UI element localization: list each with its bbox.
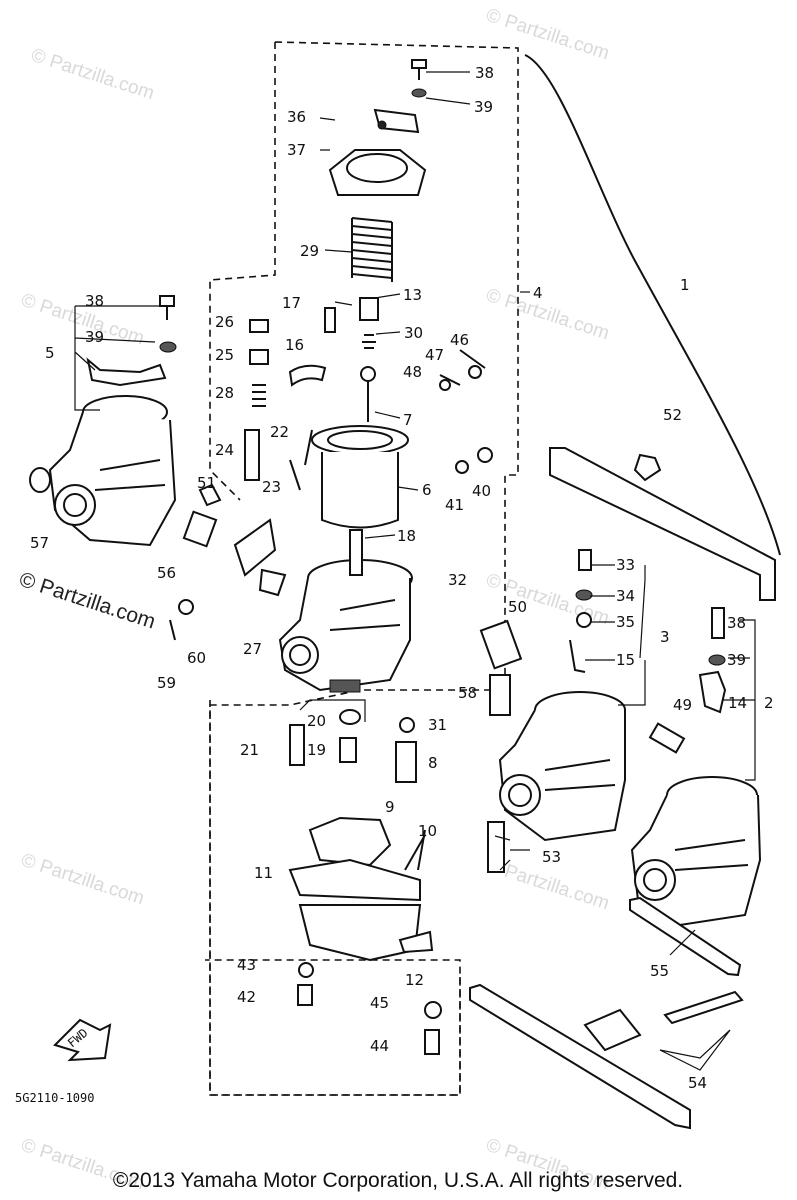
- part-label: 25: [215, 346, 234, 364]
- part-label: 1: [680, 276, 690, 294]
- part-label: 19: [307, 741, 326, 759]
- part-label: 21: [240, 741, 259, 759]
- part-label: 15: [616, 651, 635, 669]
- leader-lines: [74, 71, 756, 1071]
- part-label: 37: [287, 141, 306, 159]
- part-label: 9: [385, 798, 395, 816]
- part-label: 23: [262, 478, 281, 496]
- part-label: 35: [616, 613, 635, 631]
- carburetor-body-right-2: [630, 670, 762, 927]
- part-label: 38: [475, 64, 494, 82]
- watermark: © Partzilla.com: [28, 45, 156, 105]
- part-label: 51: [197, 474, 216, 492]
- watermark: © Partzilla.com: [483, 570, 611, 630]
- part-label: 58: [458, 684, 477, 702]
- part-label: 18: [397, 527, 416, 545]
- piston-6: [311, 425, 409, 529]
- part-label: 39: [85, 328, 104, 346]
- part-label: 10: [418, 822, 437, 840]
- part-label: 41: [445, 496, 464, 514]
- part-number-labels: 38 39 36 37 29 13 17 30 7 6 18 4 1 46 47…: [30, 64, 774, 1092]
- part-label: 44: [370, 1037, 389, 1055]
- part-label: 34: [616, 587, 635, 605]
- group-outline-left: [209, 700, 461, 1096]
- watermark-dark: © Partzilla.com: [16, 568, 158, 634]
- part-label: 60: [187, 649, 206, 667]
- part-label: 55: [650, 962, 669, 980]
- part-label: 2: [764, 694, 774, 712]
- watermark: © Partzilla.com: [483, 5, 611, 65]
- part-label: 33: [616, 556, 635, 574]
- reference-code: 5G2110-1090: [15, 1091, 94, 1105]
- part-label: 17: [282, 294, 301, 312]
- part-label: 11: [254, 864, 273, 882]
- bracket-bars: [469, 447, 776, 1130]
- spring-29: [351, 217, 393, 282]
- carburetor-body-main: [278, 529, 413, 693]
- part-label: 12: [405, 971, 424, 989]
- part-label: 53: [542, 848, 561, 866]
- part-label: 54: [688, 1074, 707, 1092]
- part-label: 40: [472, 482, 491, 500]
- part-label: 43: [237, 956, 256, 974]
- part-label: 39: [727, 651, 746, 669]
- carburetor-body-right-3: [498, 691, 626, 842]
- part-label: 56: [157, 564, 176, 582]
- part-label: 28: [215, 384, 234, 402]
- part-label: 49: [673, 696, 692, 714]
- part-label: 13: [403, 286, 422, 304]
- part-label: 36: [287, 108, 306, 126]
- part-label: 8: [428, 754, 438, 772]
- part-label: 32: [448, 571, 467, 589]
- part-label: 24: [215, 441, 234, 459]
- leader-part-1: [524, 54, 781, 556]
- part-label: 29: [300, 242, 319, 260]
- part-label: 5: [45, 344, 55, 362]
- part-label: 45: [370, 994, 389, 1012]
- watermark: © Partzilla.com: [18, 850, 146, 910]
- part-label: 14: [728, 694, 747, 712]
- part-label: 22: [270, 423, 289, 441]
- part-label: 3: [660, 628, 670, 646]
- part-label: 7: [403, 411, 413, 429]
- part-label: 26: [215, 313, 234, 331]
- small-parts: [169, 307, 744, 1052]
- part-label: 31: [428, 716, 447, 734]
- part-label: 50: [508, 598, 527, 616]
- part-label: 16: [285, 336, 304, 354]
- float-bowl-group: [288, 816, 442, 1055]
- part-label: 38: [727, 614, 746, 632]
- carburetor-body-left: [29, 295, 177, 547]
- part-label: 59: [157, 674, 176, 692]
- part-label: 6: [422, 481, 432, 499]
- copyright-footer: ©2013 Yamaha Motor Corporation, U.S.A. A…: [113, 1169, 683, 1192]
- part-label: 38: [85, 292, 104, 310]
- part-label: 39: [474, 98, 493, 116]
- part-label: 57: [30, 534, 49, 552]
- part-label: 48: [403, 363, 422, 381]
- part-label: 30: [404, 324, 423, 342]
- watermark: © Partzilla.com: [483, 285, 611, 345]
- part-label: 46: [450, 331, 469, 349]
- front-direction-arrow: FWD: [53, 1018, 112, 1062]
- top-cover-assembly: [328, 59, 427, 196]
- needle-parts: [359, 297, 379, 422]
- part-label: 42: [237, 988, 256, 1006]
- part-label: 4: [533, 284, 543, 302]
- part-label: 47: [425, 346, 444, 364]
- part-label: 27: [243, 640, 262, 658]
- part-label: 52: [663, 406, 682, 424]
- part-label: 20: [307, 712, 326, 730]
